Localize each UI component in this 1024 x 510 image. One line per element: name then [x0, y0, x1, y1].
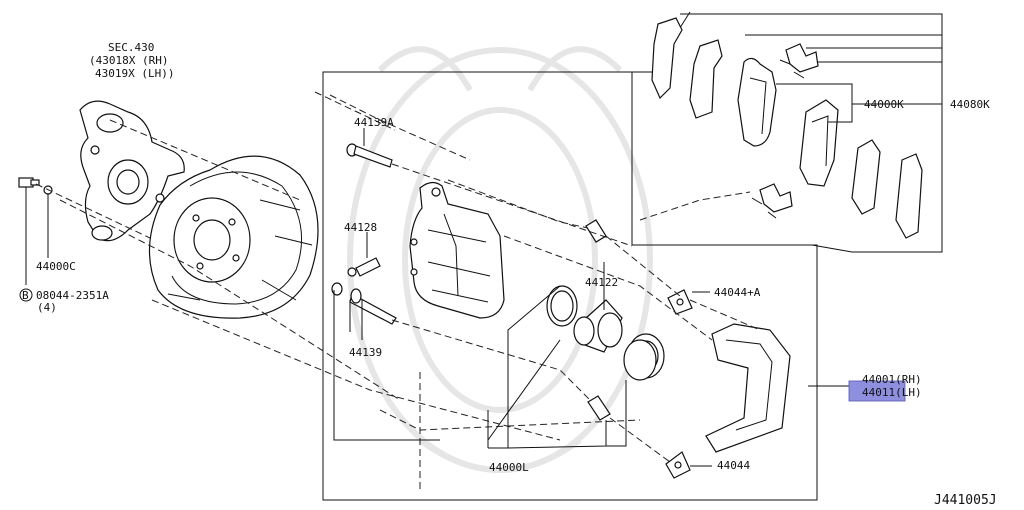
brake-pad-inner [799, 99, 839, 187]
label-44080k[interactable]: 44080K [950, 98, 990, 111]
label-44000l[interactable]: 44000L [489, 461, 529, 474]
piston-boot [623, 333, 665, 381]
pad-clip-upper [779, 43, 819, 79]
label-44011-lh[interactable]: 44011(LH) [862, 386, 922, 399]
label-44044[interactable]: 44044 [717, 459, 750, 472]
caliper-highlight [848, 380, 906, 402]
bolt-circle-marker [19, 288, 33, 302]
guide-pin-a [346, 128, 393, 168]
guide-pin [331, 282, 397, 340]
shim-upper [667, 289, 693, 315]
label-bolt-qty: (4) [37, 301, 57, 314]
piston [573, 262, 623, 353]
label-44128[interactable]: 44128 [344, 221, 377, 234]
caliper-body [409, 181, 505, 319]
pad-kit-frame [632, 11, 943, 253]
label-44000k[interactable]: 44000K [864, 98, 904, 111]
label-44000c[interactable]: 44000C [36, 260, 76, 273]
pad-shim-3 [851, 139, 881, 215]
pad-shim-2 [689, 39, 723, 119]
dust-shield [148, 155, 319, 319]
piston-seal [546, 285, 578, 327]
diagram-id: J441005J [934, 493, 997, 508]
watermark-logo [347, 46, 653, 473]
sec-ref-line2: (43018X (RH) [89, 54, 168, 67]
sec-ref-line1: SEC.430 [108, 41, 154, 54]
assembly-lines-left [35, 91, 561, 441]
brake-pad-outer [737, 57, 777, 147]
bolt-circle-letter: B [22, 289, 29, 302]
pad-shim-1 [651, 17, 683, 100]
label-44044a[interactable]: 44044+A [714, 286, 761, 299]
slide-pin-boot-upper [585, 219, 607, 243]
label-44139[interactable]: 44139 [349, 346, 382, 359]
bleeder-screw [347, 232, 381, 277]
slide-pin-boot-lower [587, 395, 611, 421]
label-44122[interactable]: 44122 [585, 276, 618, 289]
label-44001-rh[interactable]: 44001(RH) [862, 373, 922, 386]
label-44139a[interactable]: 44139A [354, 116, 394, 129]
pad-leader-lines [776, 83, 862, 123]
label-bolt-spec[interactable]: 08044-2351A [36, 289, 109, 302]
sec-ref-line3: 43019X (LH)) [95, 67, 174, 80]
caliper-bracket [705, 323, 791, 453]
assembly-lines-center [379, 163, 761, 490]
shim-lower [665, 451, 691, 479]
pad-shim-4 [895, 153, 923, 239]
pad-clip-lower [751, 183, 793, 219]
steering-knuckle [79, 100, 185, 242]
leader-lines [333, 285, 850, 467]
